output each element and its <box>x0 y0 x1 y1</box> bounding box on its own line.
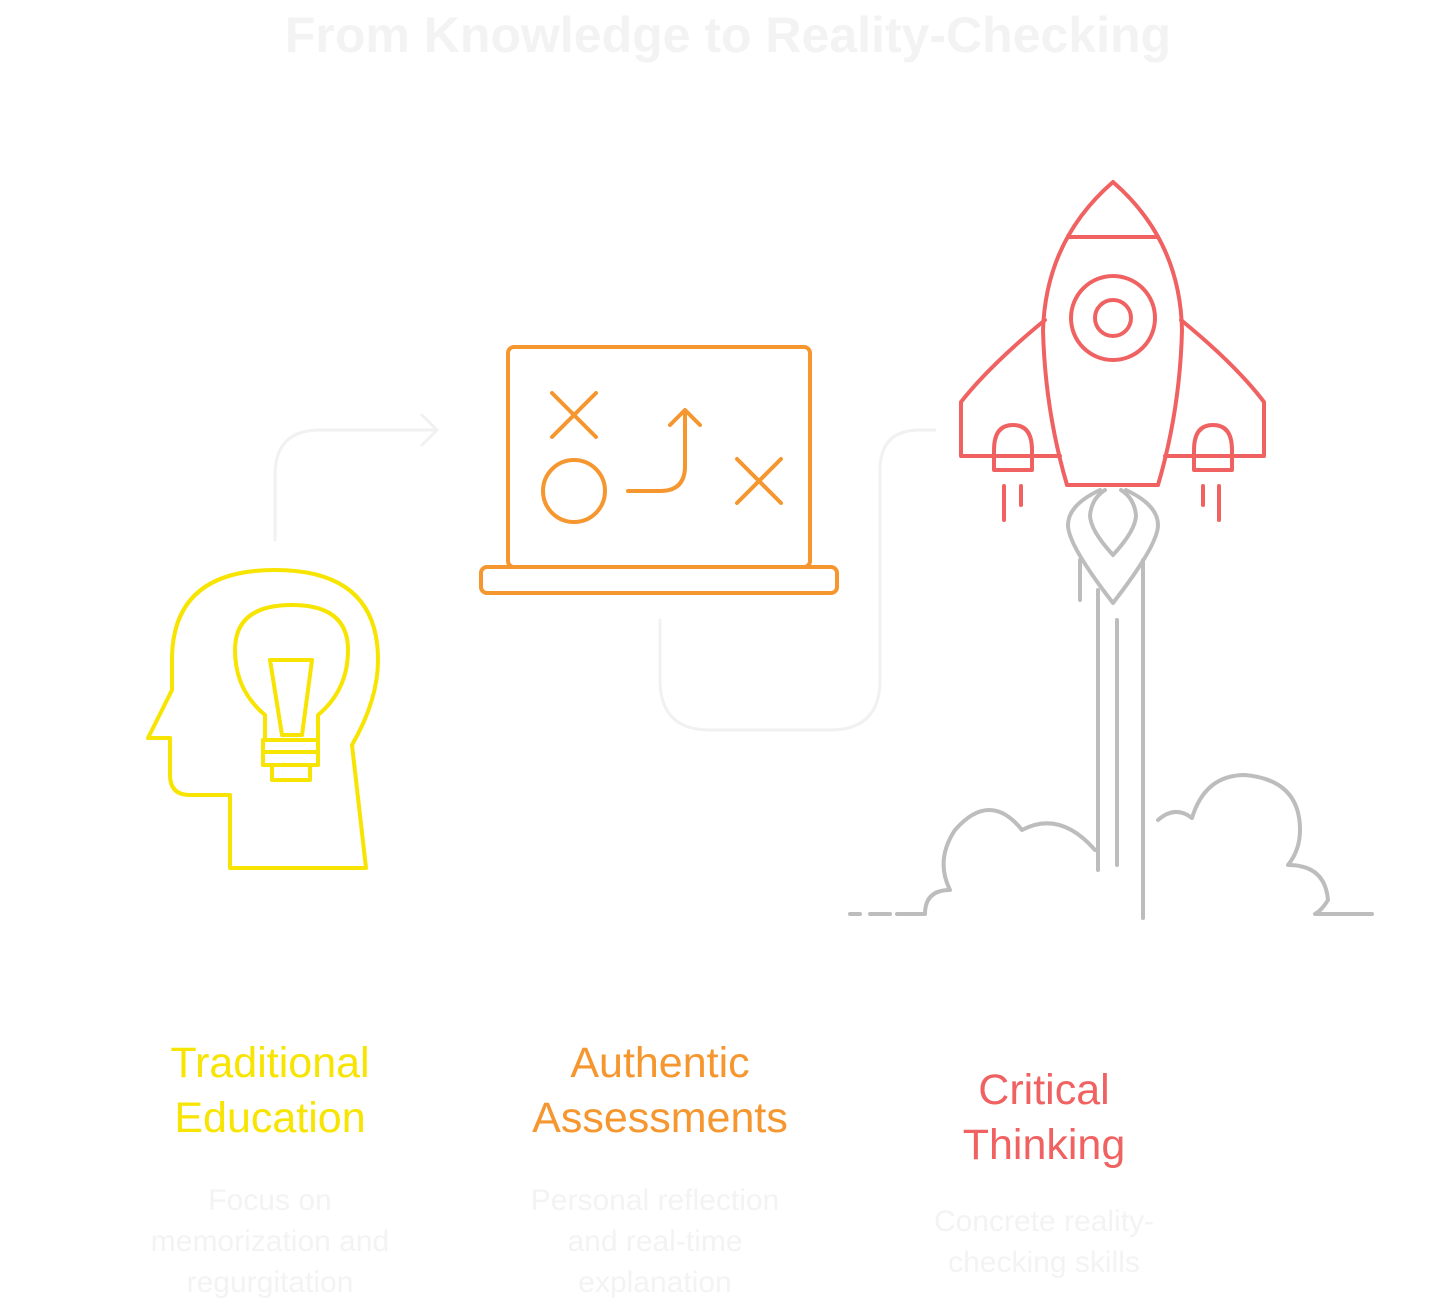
description-line: Personal reflection <box>530 1184 780 1217</box>
description-line: explanation <box>578 1266 732 1299</box>
description-line: regurgitation <box>186 1266 354 1299</box>
label-line: Assessments <box>532 1094 788 1142</box>
description-line: checking skills <box>948 1246 1140 1279</box>
label-line: Traditional <box>170 1039 370 1087</box>
description-line: Focus on <box>208 1184 332 1217</box>
step-authentic-assessments-description: Personal reflection and real-time explan… <box>495 1180 815 1303</box>
page-title: From Knowledge to Reality-Checking <box>284 7 1172 63</box>
step-authentic-assessments-label: Authentic Assessments <box>460 1036 860 1146</box>
label-line: Critical <box>978 1066 1110 1114</box>
rocket-launch-icon <box>848 180 1374 920</box>
step-traditional-education-description: Focus on memorization and regurgitation <box>110 1180 430 1303</box>
step-traditional-education-label: Traditional Education <box>70 1036 470 1146</box>
connector-arrow-2 <box>658 428 937 732</box>
connector-arrow-1 <box>273 413 439 542</box>
label-line: Authentic <box>570 1039 750 1087</box>
description-line: Concrete reality- <box>933 1205 1155 1238</box>
head-lightbulb-icon <box>146 568 380 870</box>
description-line: and real-time <box>567 1225 743 1258</box>
label-line: Thinking <box>962 1121 1126 1169</box>
label-line: Education <box>174 1094 366 1142</box>
step-critical-thinking-description: Concrete reality- checking skills <box>884 1201 1204 1283</box>
step-critical-thinking-label: Critical Thinking <box>844 1063 1244 1173</box>
laptop-strategy-icon <box>479 345 839 595</box>
description-line: memorization and <box>150 1225 390 1258</box>
